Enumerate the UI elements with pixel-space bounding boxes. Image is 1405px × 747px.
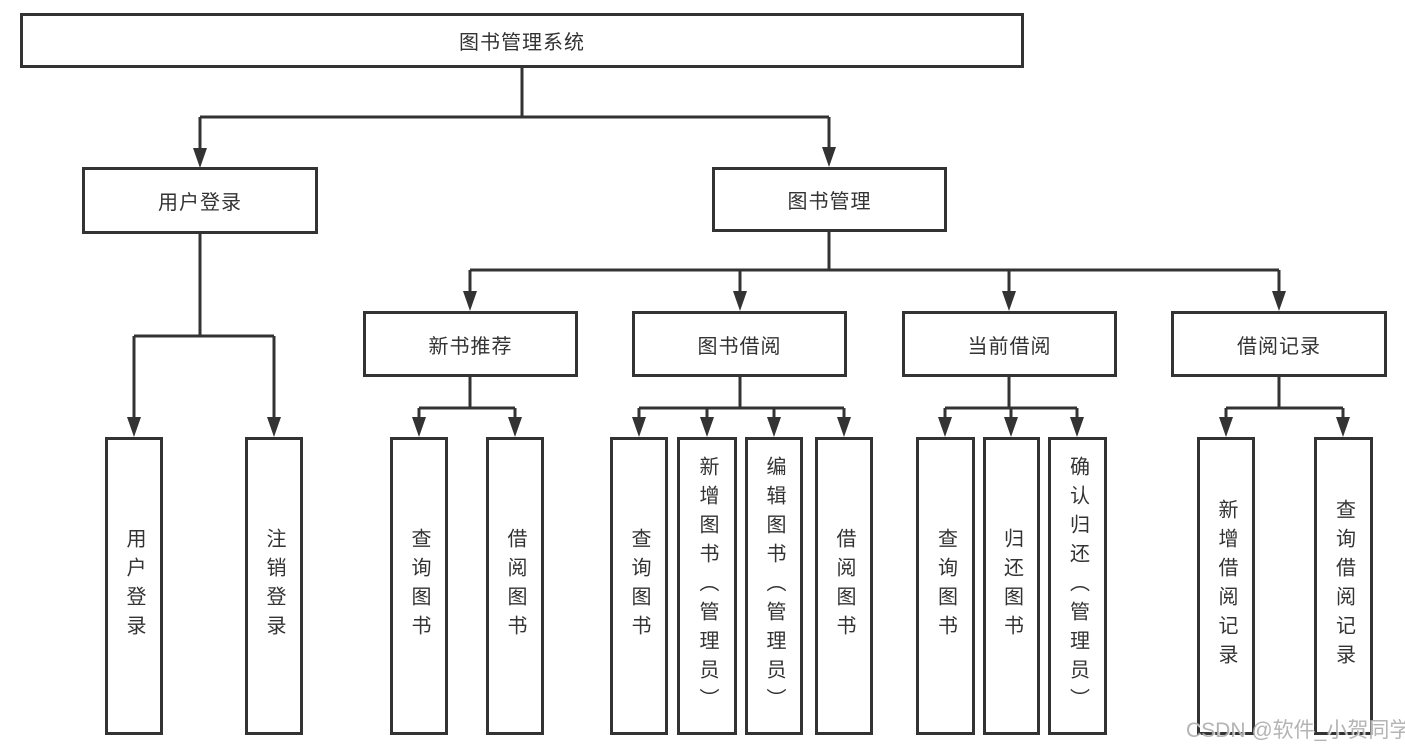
leaf-user-login: 用户登录 <box>105 437 163 735</box>
leaf-confirm-return-admin: 确认归还（管理员） <box>1048 437 1107 735</box>
connector-lines <box>132 68 1345 421</box>
node-library-system: 图书管理系统 <box>20 13 1024 68</box>
leaf-label: 注销登录 <box>263 528 285 644</box>
leaf-label: 查询图书 <box>408 528 430 644</box>
leaf-edit-books-admin: 编辑图书（管理员） <box>745 437 803 735</box>
leaf-query-books-current: 查询图书 <box>916 437 975 735</box>
leaf-label: 查询借阅记录 <box>1332 499 1355 673</box>
leaf-query-books-recommend: 查询图书 <box>390 437 448 735</box>
node-borrowing-records: 借阅记录 <box>1171 311 1387 377</box>
leaf-query-books-borrowing: 查询图书 <box>610 437 668 735</box>
leaf-label: 借阅图书 <box>504 528 526 644</box>
leaf-add-books-admin: 新增图书（管理员） <box>677 437 737 735</box>
node-new-book-recommendation: 新书推荐 <box>363 311 578 377</box>
leaf-return-books: 归还图书 <box>983 437 1040 735</box>
leaf-label: 新增借阅记录 <box>1215 499 1237 673</box>
node-label: 图书管理 <box>787 191 872 213</box>
connector-arrowheads <box>127 147 1350 437</box>
node-label: 当前借阅 <box>967 335 1052 358</box>
leaf-label: 查询图书 <box>934 528 957 644</box>
leaf-label: 归还图书 <box>1000 528 1023 644</box>
leaf-label: 借阅图书 <box>833 528 855 644</box>
csdn-watermark: CSDN @软件_小贺同学 <box>1186 719 1405 742</box>
node-book-management: 图书管理 <box>712 167 947 232</box>
node-label: 图书借阅 <box>697 335 782 358</box>
leaf-label: 查询图书 <box>628 528 650 644</box>
node-book-borrowing: 图书借阅 <box>632 311 847 377</box>
node-label: 借阅记录 <box>1237 335 1321 358</box>
leaf-borrow-books-recommend: 借阅图书 <box>486 437 544 735</box>
leaf-borrow-books-borrowing: 借阅图书 <box>815 437 873 735</box>
leaf-logout: 注销登录 <box>245 437 303 735</box>
leaf-label: 用户登录 <box>123 528 145 644</box>
node-label: 新书推荐 <box>428 335 513 358</box>
leaf-label: 编辑图书（管理员） <box>763 455 785 717</box>
leaf-label: 新增图书（管理员） <box>696 455 718 717</box>
leaf-label: 确认归还（管理员） <box>1066 455 1089 717</box>
node-current-borrowing: 当前借阅 <box>902 311 1117 377</box>
node-user-login: 用户登录 <box>82 167 318 234</box>
node-label: 图书管理系统 <box>459 32 585 54</box>
leaf-add-borrow-record: 新增借阅记录 <box>1197 437 1255 735</box>
node-label: 用户登录 <box>158 192 242 214</box>
leaf-query-borrow-record: 查询借阅记录 <box>1314 437 1373 735</box>
